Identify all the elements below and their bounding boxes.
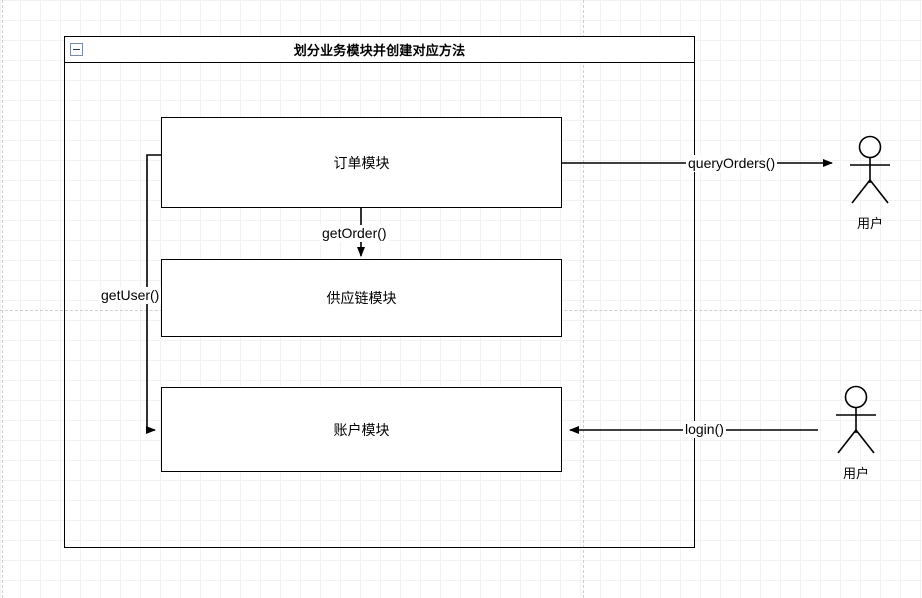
page-guide-vertical-right: [583, 0, 584, 598]
module-order-label: 订单模块: [333, 154, 390, 171]
actor-bottom-label: 用户: [842, 466, 869, 481]
edge-label-login: login(): [683, 421, 726, 438]
frame-titlebar: 划分业务模块并创建对应方法: [65, 37, 694, 63]
module-supply-chain[interactable]: 供应链模块: [161, 259, 562, 337]
actor-top[interactable]: 用户: [832, 135, 908, 232]
edge-label-get-order: getOrder(): [320, 225, 389, 242]
module-order[interactable]: 订单模块: [161, 117, 562, 208]
module-account-label: 账户模块: [333, 421, 390, 438]
edge-label-get-user: getUser(): [99, 287, 162, 304]
actor-top-label: 用户: [856, 216, 883, 231]
module-account[interactable]: 账户模块: [161, 387, 562, 472]
page-guide-vertical-left: [2, 0, 3, 598]
uml-frame[interactable]: 划分业务模块并创建对应方法: [64, 36, 695, 548]
edge-label-query-orders: queryOrders(): [686, 155, 778, 172]
stick-figure-icon: [850, 135, 890, 204]
stick-figure-icon: [836, 385, 876, 454]
module-supply-chain-label: 供应链模块: [326, 290, 397, 306]
actor-bottom[interactable]: 用户: [818, 385, 894, 482]
frame-title: 划分业务模块并创建对应方法: [293, 43, 466, 58]
minus-box-icon[interactable]: [70, 43, 83, 56]
